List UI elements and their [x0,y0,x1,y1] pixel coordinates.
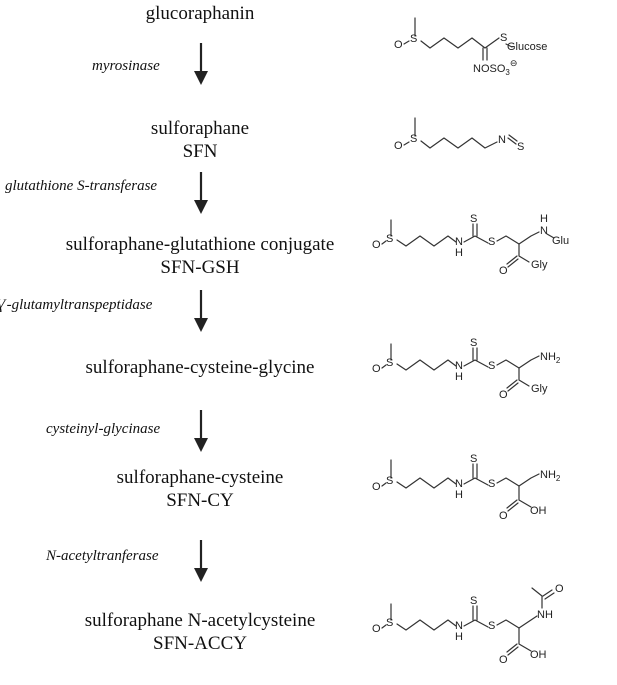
group-nh2: NH2 [540,351,561,365]
compound-abbr: SFN [182,141,218,162]
reaction-arrow [191,43,211,85]
atom-o: O [372,363,381,375]
atom-s: S [410,33,417,45]
compound-sfn-gsh: sulforaphane-glutathione conjugate SFN-G… [30,233,370,279]
compound-sfn-cysgly: sulforaphane-cysteine-glycine [60,356,340,379]
compound-name: sulforaphane N-acetylcysteine [84,610,316,631]
atom-o: O [372,481,381,493]
atom-s-thio: S [488,478,495,490]
group-glucose: Glucose [507,41,547,53]
atom-o-carbonyl: O [499,510,508,522]
structure-sfn-gsh: O S N H S S N H Glu O Gly [366,212,578,292]
atom-s-thione: S [470,453,477,465]
structure-sfn-cysgly: O S N H S S NH2 O Gly [366,336,578,416]
compound-name: sulforaphane-cysteine [116,467,284,488]
atom-s: S [410,133,417,145]
atom-o-carbonyl: O [499,654,508,666]
compound-abbr: SFN-ACCY [153,633,247,654]
atom-s-thione: S [470,337,477,349]
compound-sfn-cy: sulforaphane-cysteine SFN-CY [80,466,320,512]
atom-s-terminal: S [517,141,524,153]
compound-name: sulforaphane-cysteine-glycine [85,357,315,378]
compound-abbr: SFN-CY [166,490,234,511]
reaction-arrow [191,172,211,214]
group-gly: Gly [531,259,548,271]
structure-sulforaphane: O S N S [366,112,578,162]
group-glu: Glu [552,235,569,247]
reaction-arrow [191,410,211,452]
atom-s: S [386,233,393,245]
structure-sfn-accy: O S N H S S O NH O OH [366,582,578,682]
compound-name: glucoraphanin [145,3,255,24]
group-sulfate: NOSO3⊖ [473,58,517,77]
atom-o: O [372,623,381,635]
atom-h: H [455,489,463,501]
atom-n: N [498,134,506,146]
atom-n: N [455,620,463,632]
enzyme-gamma-glutamyltranspeptidase: Ɣ-glutamyltranspeptidase [0,297,153,313]
atom-s-thio: S [488,620,495,632]
group-gly: Gly [531,383,548,395]
atom-s: S [386,617,393,629]
atom-h: H [455,631,463,643]
group-oh: OH [530,649,547,661]
compound-sfn-accy: sulforaphane N-acetylcysteine SFN-ACCY [60,609,340,655]
group-nh: NH [537,609,553,621]
atom-s-thio: S [500,32,507,44]
enzyme-cysteinyl-glycinase: cysteinyl-glycinase [46,421,161,437]
atom-o-acetyl: O [555,583,564,595]
group-n-h: H [540,213,548,225]
compound-glucoraphanin: glucoraphanin [100,2,300,25]
atom-s: S [386,475,393,487]
atom-s-thione: S [470,595,477,607]
atom-s-thio: S [488,360,495,372]
group-n: N [540,225,548,237]
atom-n: N [455,360,463,372]
atom-h: H [455,247,463,259]
atom-o: O [394,39,403,51]
structure-glucoraphanin: O S S Glucose NOSO3⊖ [366,10,578,82]
atom-s-thione: S [470,213,477,225]
atom-o: O [394,140,403,152]
enzyme-glutathione-s-transferase: glutathione S-transferase [5,178,158,194]
compound-abbr: SFN-GSH [160,257,240,278]
enzyme-n-acetyltranferase: N-acetyltranferase [46,548,159,564]
group-nh2: NH2 [540,469,561,483]
atom-n: N [455,236,463,248]
atom-s: S [386,357,393,369]
atom-o-carbonyl: O [499,265,508,277]
atom-o: O [372,239,381,251]
reaction-arrow [191,540,211,582]
enzyme-myrosinase: myrosinase [92,58,160,74]
atom-s-thio: S [488,236,495,248]
reaction-arrow [191,290,211,332]
atom-h: H [455,371,463,383]
atom-n: N [455,478,463,490]
group-oh: OH [530,505,547,517]
structure-sfn-cy: O S N H S S NH2 O OH [366,450,578,540]
compound-sulforaphane: sulforaphane SFN [100,117,300,163]
compound-name: sulforaphane [150,118,250,139]
compound-name: sulforaphane-glutathione conjugate [65,234,335,255]
atom-o-carbonyl: O [499,389,508,401]
